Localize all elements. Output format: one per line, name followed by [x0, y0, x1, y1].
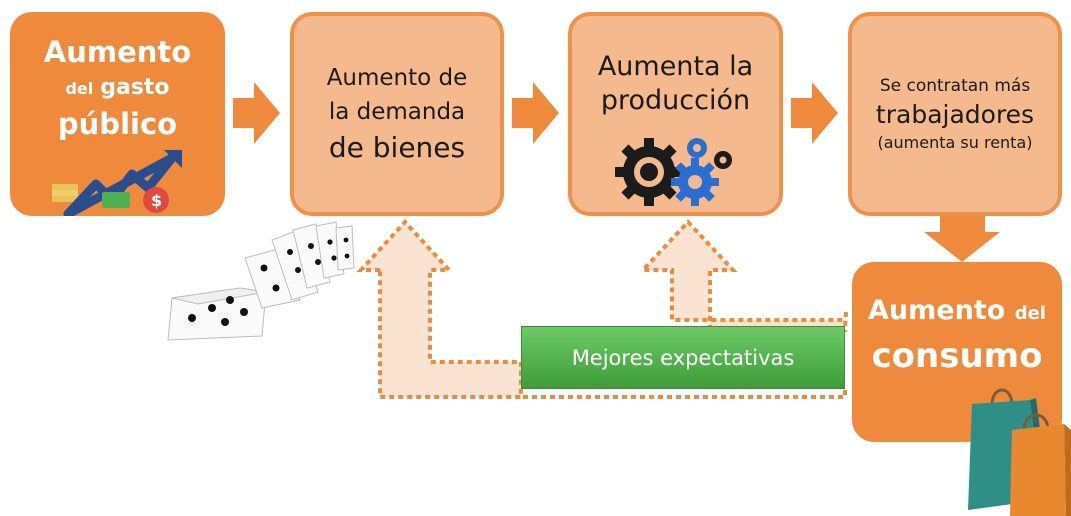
box4-line1: Se contratan más — [879, 76, 1031, 96]
box2-line3: de bienes — [328, 131, 466, 164]
box5-line1b: del — [1014, 303, 1046, 324]
box1-line1: Aumento — [43, 35, 192, 69]
box-aumento-gasto-publico: Aumento del gasto público $ — [10, 12, 225, 216]
box1-line2a: del — [65, 79, 94, 98]
box-aumento-demanda: Aumento de la demanda de bienes — [290, 12, 504, 216]
feedback-loop-right — [638, 219, 848, 332]
box1-line3: público — [57, 107, 178, 141]
arrow-down — [924, 216, 1000, 262]
box5-line2: consumo — [871, 336, 1043, 376]
arrow-right-3 — [791, 82, 838, 144]
box5-line1: Aumento del — [868, 292, 1046, 333]
arrow-right-2 — [512, 82, 559, 144]
feedback-loop-bottom — [521, 390, 847, 399]
box3-line1: Aumenta la — [597, 51, 754, 82]
box2-line1: Aumento de — [326, 65, 468, 91]
box2-line2: la demanda — [328, 99, 466, 125]
box4-line3: (aumenta su renta) — [877, 133, 1033, 152]
box4-line2: trabajadores — [875, 100, 1035, 129]
box-aumenta-produccion: Aumenta la producción — [568, 12, 783, 216]
box5-line1a: Aumento — [868, 295, 1006, 326]
svg-text:$: $ — [151, 191, 162, 210]
gears-icon — [614, 138, 732, 206]
money-growth-icon: $ — [51, 150, 182, 216]
arrow-right-1 — [233, 82, 280, 144]
box1-line2b: gasto — [100, 75, 170, 100]
mejores-expectativas-label: Mejores expectativas — [521, 326, 845, 389]
feedback-loop-left — [356, 219, 523, 399]
box1-line2: del gasto — [65, 70, 169, 106]
domino-illustration — [167, 221, 355, 341]
box-aumento-consumo: Aumento del consumo — [852, 262, 1062, 442]
box-contratan-trabajadores: Se contratan más trabajadores (aumenta s… — [848, 12, 1062, 216]
box3-line2: producción — [600, 85, 751, 116]
